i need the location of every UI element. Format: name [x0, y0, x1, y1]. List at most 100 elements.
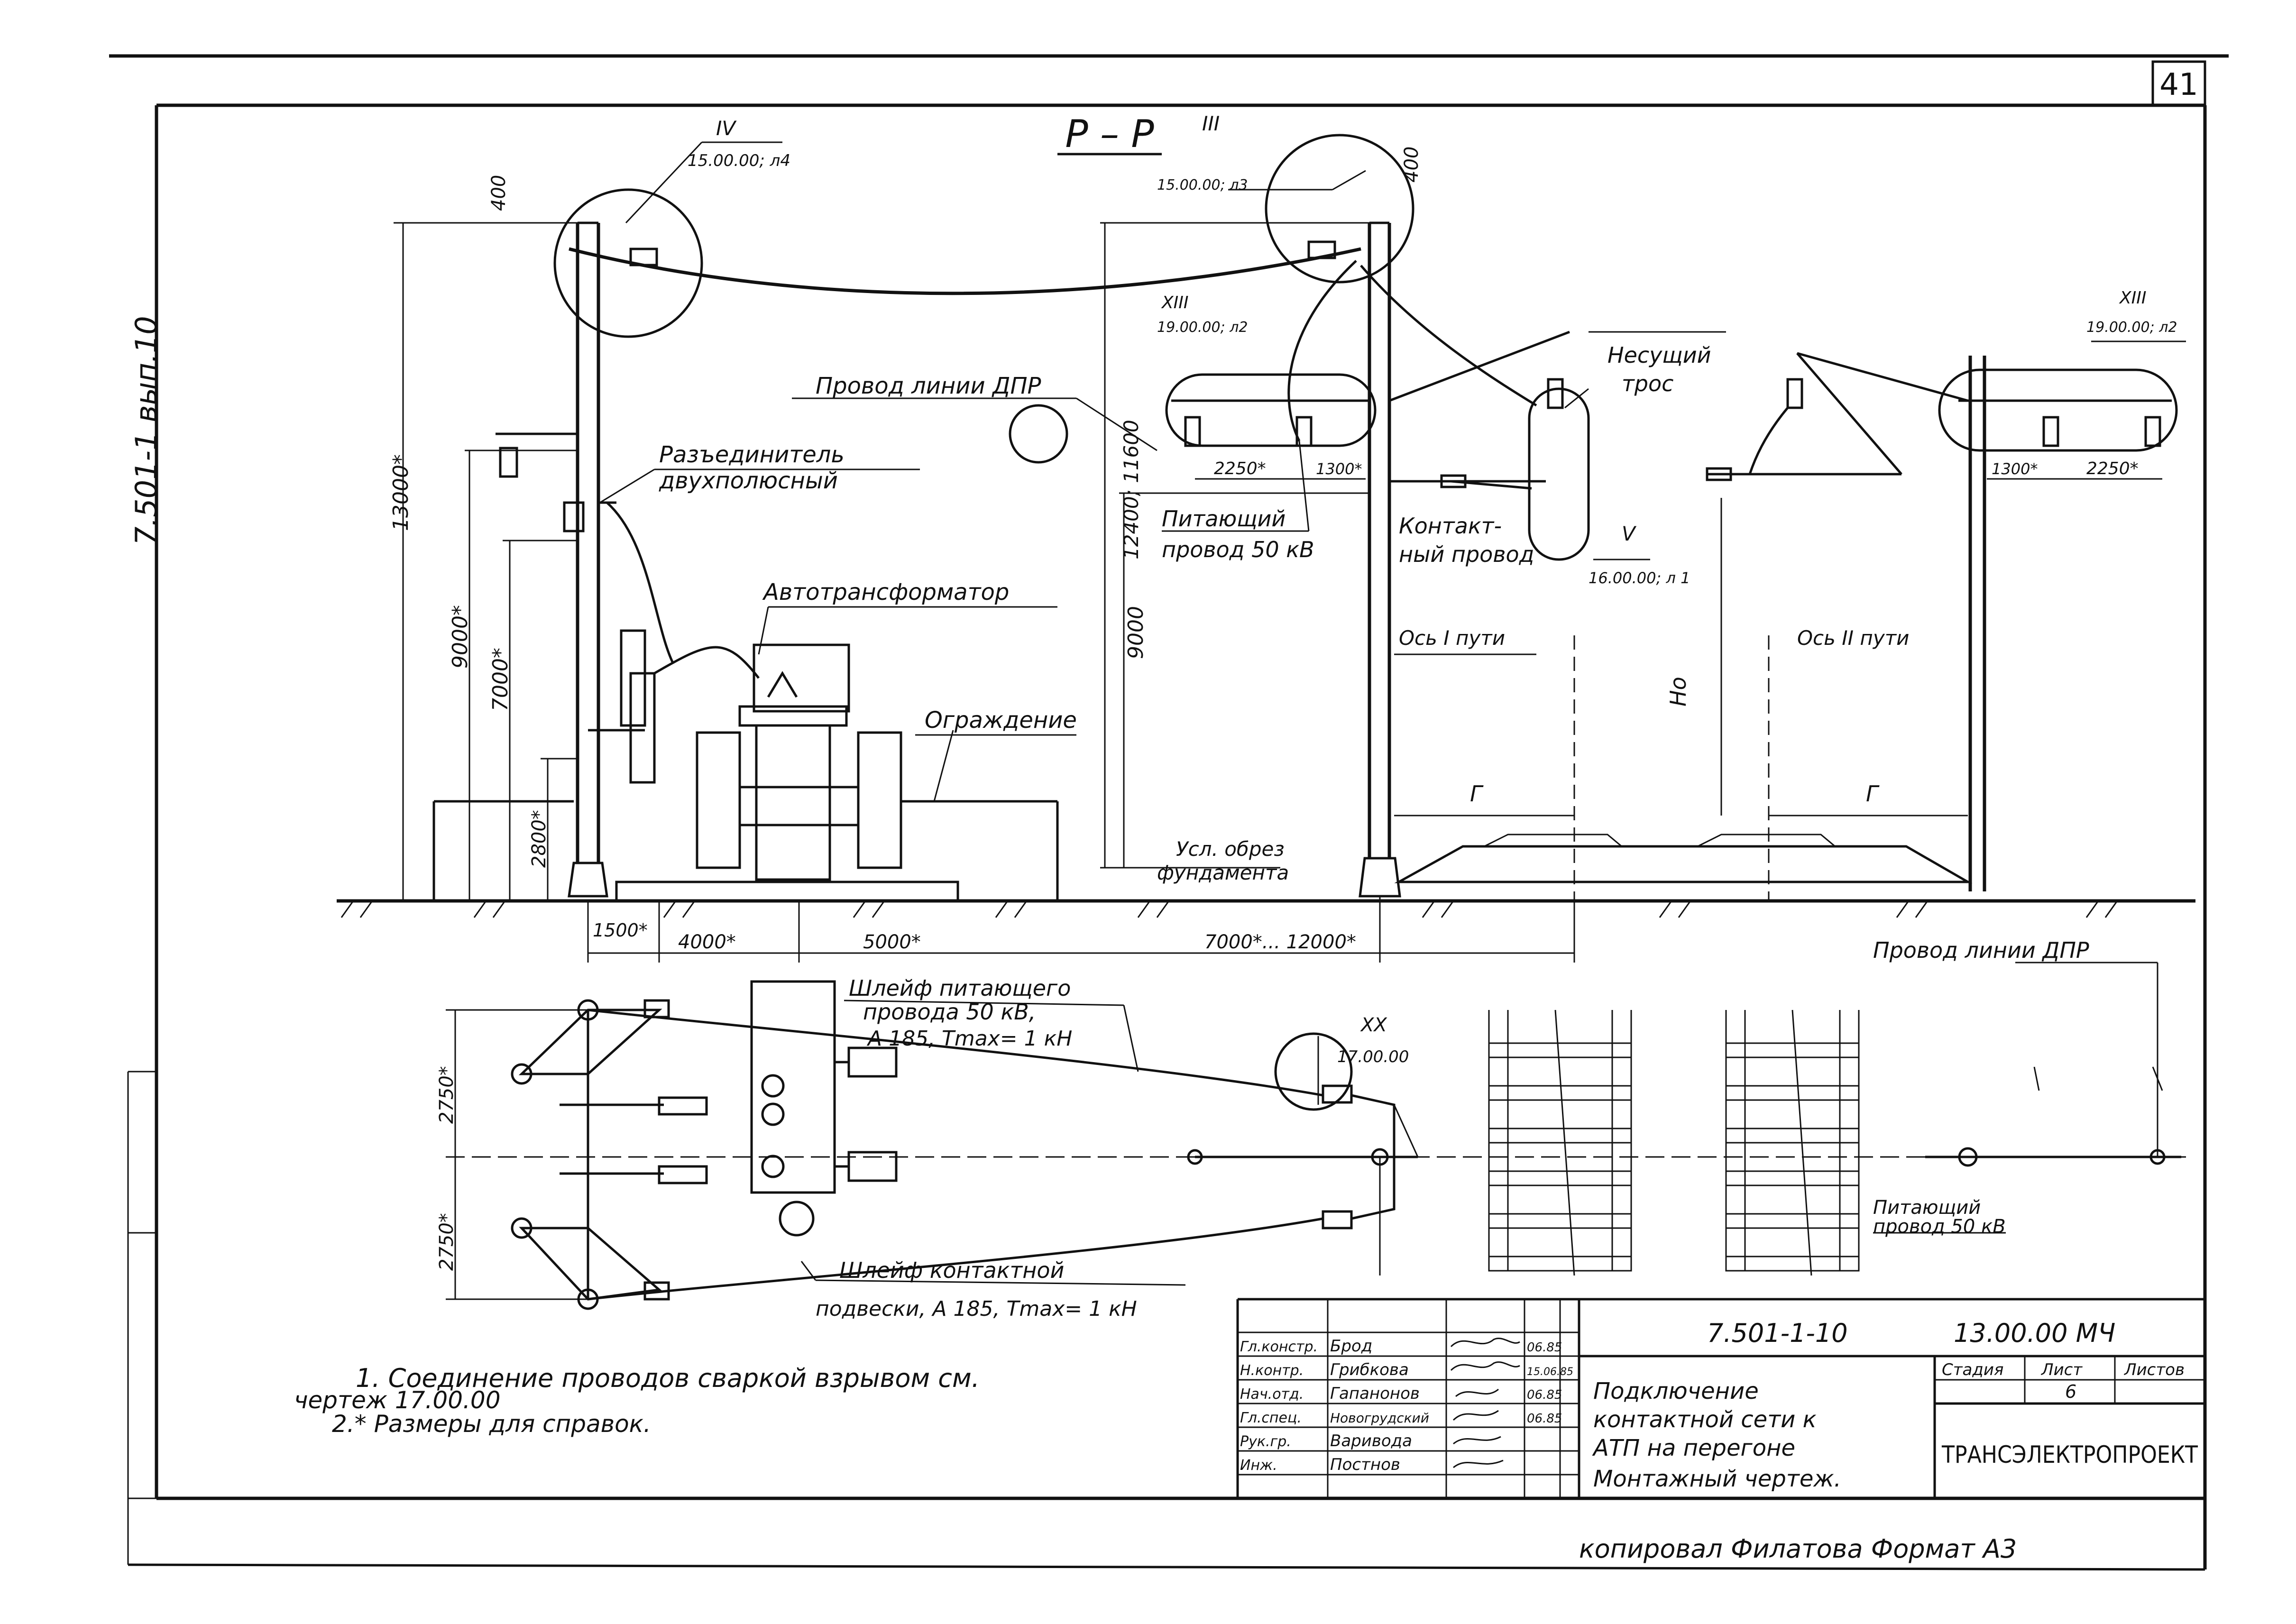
callout-xiii-left-num: XIII: [1161, 293, 1189, 312]
sheet-label: Лист: [2040, 1360, 2083, 1379]
detail-circles: [553, 134, 2178, 1111]
label-contact-2: ный провод: [1399, 541, 1534, 567]
callout-iii-ref: 15.00.00; л3: [1157, 177, 1248, 193]
callout-iii-num: III: [1202, 112, 1220, 135]
dim-400-left: 400: [488, 175, 510, 211]
dim-2250-left: 2250*: [1214, 459, 1266, 478]
label-gamma-left: Г: [1470, 781, 1484, 807]
title-line-3: Монтажный чертеж.: [1593, 1466, 1841, 1492]
fence: [432, 730, 1059, 901]
dim-2250-right: 2250*: [2086, 459, 2139, 478]
dim-1300-right: 1300*: [1992, 460, 2038, 478]
date-2: 06.85: [1527, 1388, 1562, 1402]
dim-9000-left: 9000*: [448, 605, 472, 669]
label-axis-track-2: Ось II пути: [1797, 626, 1909, 650]
callout-v-ref: 16.00.00; л 1: [1589, 569, 1690, 587]
dim-1500: 1500*: [593, 920, 648, 941]
name-4: Варивода: [1330, 1431, 1412, 1450]
section-title: Р – Р: [1057, 112, 1162, 156]
role-1: Н.контр.: [1240, 1362, 1304, 1379]
dim-400-right: 400: [1401, 147, 1423, 183]
note-1-line-1: 1. Соединение проводов сваркой взрывом с…: [356, 1363, 980, 1393]
dim-4000: 4000*: [678, 931, 736, 953]
sheet-code: 13.00.00 МЧ: [1954, 1318, 2115, 1348]
title-line-0: Подключение: [1593, 1378, 1759, 1404]
doc-code: 7.501-1-10: [1707, 1318, 1848, 1348]
dim-13000: 13000*: [389, 454, 413, 531]
label-disconnector-1: Разъединитель: [659, 441, 845, 468]
label-gamma-right: Г: [1866, 781, 1880, 807]
callout-xiii-right-ref: 19.00.00; л2: [2086, 319, 2177, 336]
label-foundation-1: Усл. обрез: [1176, 837, 1285, 861]
dim-7000: 7000*: [488, 648, 513, 711]
note-2: 2.* Размеры для справок.: [332, 1410, 651, 1438]
role-3: Гл.спец.: [1240, 1410, 1302, 1426]
role-5: Инж.: [1240, 1457, 1277, 1474]
title-line-2: АТП на перегоне: [1592, 1435, 1795, 1461]
sheets-label: Листов: [2123, 1360, 2185, 1379]
dim-7000-12000: 7000*... 12000*: [1204, 931, 1356, 953]
dim-12400: 12400; 11600: [1120, 420, 1143, 560]
right-pole: [1706, 352, 2172, 891]
label-loop-feeder-1: Шлейф питающего: [849, 975, 1071, 1001]
callout-xiii-left-ref: 19.00.00; л2: [1157, 319, 1248, 336]
label-loop-feeder-3: А 185, Tmax= 1 кН: [866, 1027, 1072, 1051]
dim-1300-left: 1300*: [1316, 460, 1362, 478]
label-loop-contact-1: Шлейф контактной: [839, 1257, 1064, 1283]
title-block: [1236, 1298, 2205, 1498]
label-plan-feeder-2: провод 50 кВ: [1873, 1216, 2006, 1238]
name-2: Гапанонов: [1330, 1384, 1420, 1403]
middle-pole: [1171, 221, 1570, 898]
dimension-lines: [394, 141, 2186, 963]
callout-xiii-right-num: XIII: [2119, 288, 2147, 308]
label-plan-dpr: Провод линии ДПР: [1873, 937, 2089, 963]
date-1: 15.06.85: [1527, 1366, 1573, 1378]
plan-view: [446, 962, 2191, 1310]
name-1: Грибкова: [1330, 1360, 1409, 1379]
label-carrier-2: трос: [1622, 371, 1673, 396]
side-code: 7.501-1 вып.10: [129, 316, 164, 545]
label-contact-1: Контакт-: [1399, 513, 1502, 539]
sheet-value: 6: [2065, 1381, 2076, 1402]
sheet-frame: [109, 54, 2229, 1571]
stage-label: Стадия: [1942, 1360, 2003, 1379]
name-3: Новогрудский: [1330, 1410, 1429, 1426]
label-disconnector-2: двухполюсный: [659, 468, 838, 494]
date-3: 06.85: [1527, 1412, 1562, 1426]
callout-iv-ref: 15.00.00; л4: [688, 151, 790, 170]
footer-copy: копировал Филатова Формат А3: [1579, 1534, 2017, 1564]
role-4: Рук.гр.: [1240, 1433, 1291, 1450]
atp-pole: [568, 221, 645, 898]
label-plan-feeder-1: Питающий: [1873, 1197, 1981, 1219]
org-name: ТРАНСЭЛЕКТРОПРОЕКТ: [1941, 1441, 2198, 1468]
callout-v-num: V: [1622, 522, 1637, 545]
label-feeder-2: провод 50 кВ: [1162, 537, 1314, 562]
label-loop-feeder-2: провода 50 кВ,: [863, 999, 1036, 1025]
top-insulators: [629, 240, 1336, 266]
callout-xx-ref: 17.00.00: [1337, 1047, 1409, 1066]
name-0: Брод: [1330, 1337, 1372, 1356]
ground-line: [337, 899, 2195, 918]
dim-5000: 5000*: [863, 931, 921, 953]
note-1-line-2: чертеж 17.00.00: [294, 1386, 501, 1414]
label-axis-track-1: Ось I пути: [1399, 626, 1505, 650]
title-line-1: контактной сети к: [1593, 1406, 1817, 1433]
label-autotransformer: Автотрансформатор: [762, 579, 1009, 606]
label-loop-contact-2: подвески, А 185, Tmax= 1 кН: [816, 1297, 1137, 1321]
name-5: Постнов: [1330, 1455, 1400, 1474]
label-carrier-1: Несущий: [1607, 342, 1711, 368]
label-dpr-line-wire: Провод линии ДПР: [816, 373, 1041, 399]
dim-9000-mid: 9000: [1124, 606, 1148, 659]
dim-2750-top: 2750*: [436, 1066, 458, 1124]
label-fence: Ограждение: [925, 707, 1077, 734]
callout-iv-num: IV: [716, 117, 737, 140]
dim-2750-bottom: 2750*: [436, 1213, 458, 1271]
label-foundation-2: фундамента: [1157, 861, 1289, 884]
disconnector-assembly: [496, 432, 760, 784]
role-0: Гл.констр.: [1240, 1339, 1318, 1355]
track-bed: [1394, 635, 1973, 901]
signatures: [1450, 1338, 1520, 1468]
section-label: Р – Р: [1065, 112, 1154, 156]
label-feeder-1: Питающий: [1162, 506, 1286, 532]
date-0: 06.85: [1527, 1340, 1562, 1355]
